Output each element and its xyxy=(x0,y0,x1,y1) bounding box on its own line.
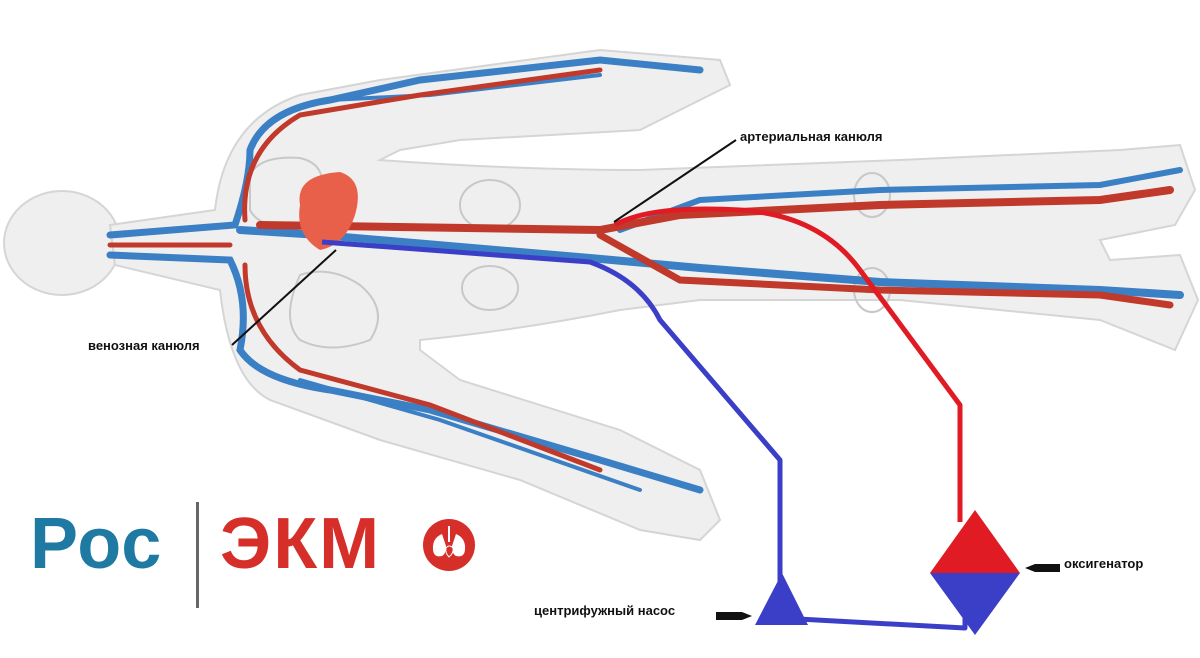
arterial-return-line xyxy=(613,206,963,522)
arterial-cannula-label: артериальная канюля xyxy=(740,129,883,144)
oxygenator-label: оксигенатор xyxy=(1064,556,1144,571)
arrow-pointer-icon xyxy=(716,612,752,620)
oxygenator xyxy=(930,510,1020,635)
arrow-pointer-icon xyxy=(1025,564,1060,572)
arteries xyxy=(107,67,1174,473)
centrifugal-pump xyxy=(755,573,808,625)
venous-drainage-line xyxy=(321,239,968,631)
heart-shape xyxy=(299,172,358,250)
logo-text-ekmo: ЭКМ xyxy=(220,504,382,584)
rosekmo-logo: Рос ЭКМ xyxy=(30,500,490,612)
venous-cannula-label: венозная канюля xyxy=(88,338,200,353)
body-silhouette xyxy=(3,48,1200,542)
ecmo-circuit xyxy=(321,206,968,631)
centrifugal-pump-label: центрифужный насос xyxy=(534,603,676,618)
pointer-lines xyxy=(231,139,737,346)
lungs-heart-icon xyxy=(423,519,475,571)
logo-divider xyxy=(196,502,199,608)
logo-text-ros: Рос xyxy=(30,504,163,584)
